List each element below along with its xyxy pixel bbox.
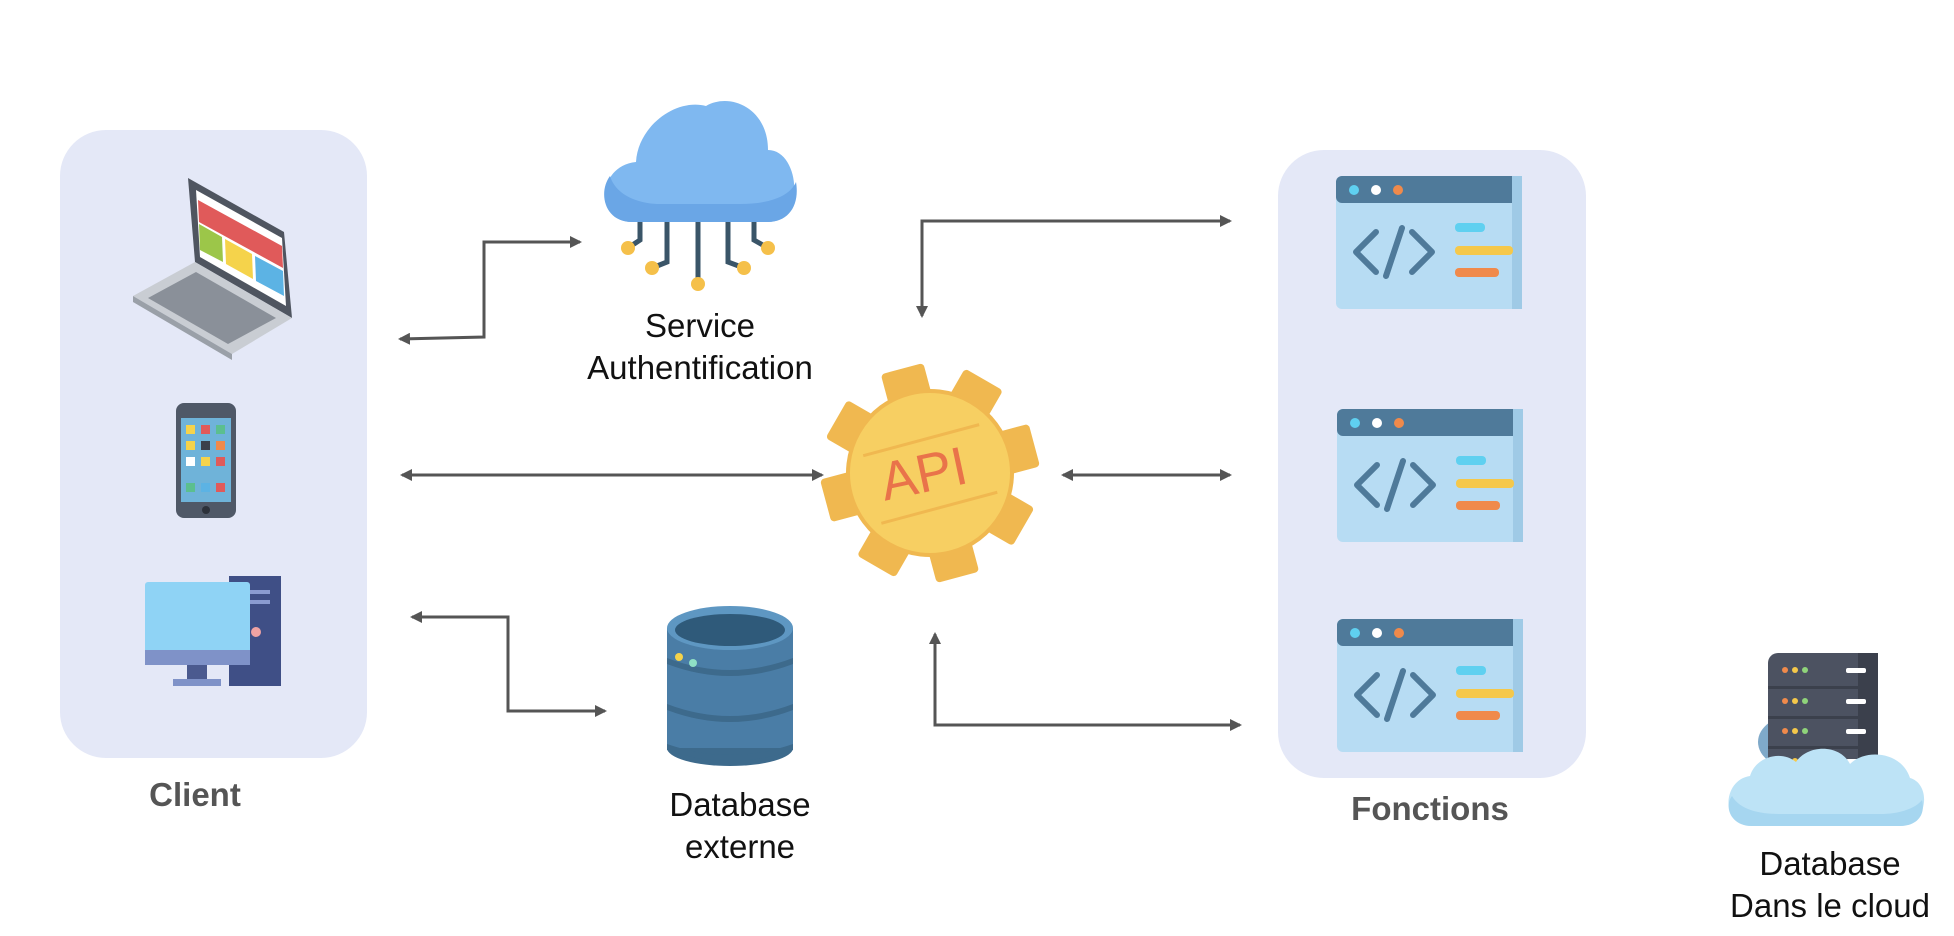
arrow-client-auth	[398, 236, 582, 345]
database-cloud-label-line2: Dans le cloud	[1730, 887, 1930, 924]
database-cloud-label-line1: Database	[1759, 845, 1901, 882]
database-cloud-label: Database Dans le cloud	[1700, 843, 1954, 927]
api-gear-icon: API	[820, 363, 1040, 583]
auth-service-label-line1: Service	[644, 307, 756, 344]
database-externe-label: Database externe	[620, 784, 860, 868]
desktop-computer-icon	[145, 576, 281, 686]
arrow-client-database-externe	[410, 611, 607, 717]
database-externe-label-line2: externe	[684, 828, 796, 865]
code-window-icon	[1337, 619, 1523, 752]
arrow-api-function-bottom	[929, 632, 1242, 731]
arrow-api-function-top	[916, 215, 1232, 318]
database-icon	[667, 606, 793, 766]
cloud-server-icon	[1728, 653, 1925, 826]
code-window-icon	[1337, 409, 1523, 542]
database-externe-label-line1: Database	[669, 786, 811, 823]
laptop-icon	[133, 178, 292, 360]
auth-service-label: Service Authentification	[560, 305, 840, 389]
code-window-icon	[1336, 176, 1522, 309]
functions-label: Fonctions	[1351, 790, 1509, 827]
smartphone-icon	[176, 403, 236, 518]
cloud-network-icon	[604, 101, 797, 291]
client-label: Client	[149, 776, 241, 813]
auth-service-label-line2: Authentification	[587, 349, 813, 386]
